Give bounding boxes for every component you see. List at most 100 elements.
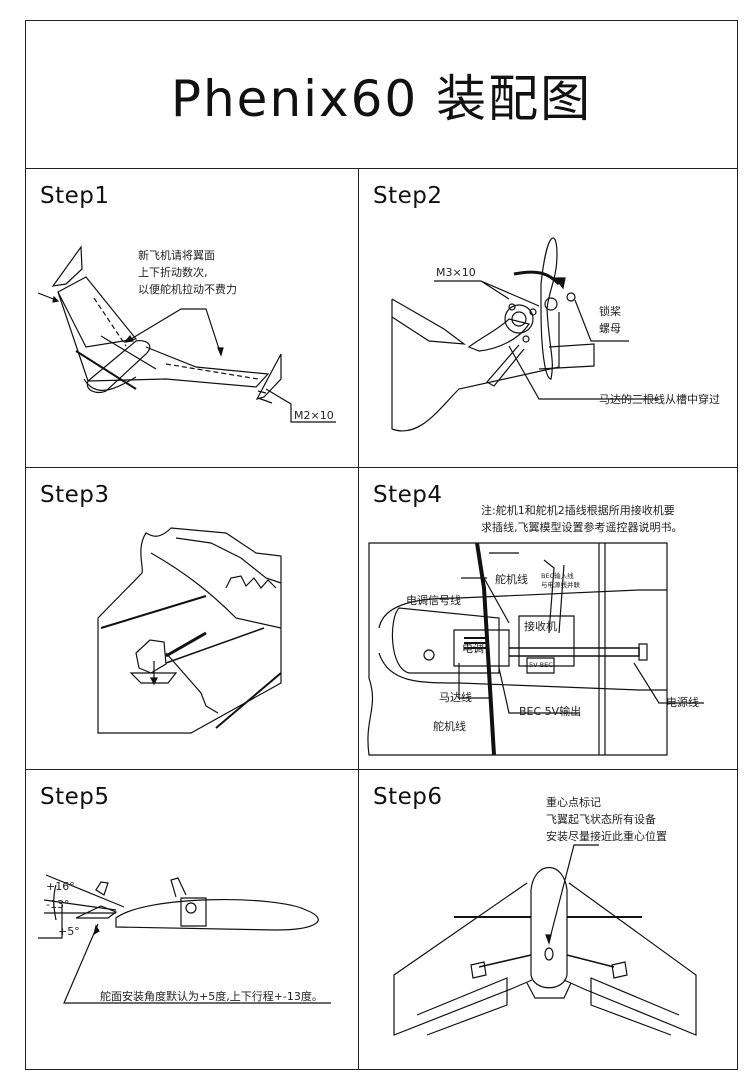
step2-wire-note: 马达的三根线从槽中穿过	[599, 393, 720, 406]
step4-note-line: 注:舵机1和舵机2插线根据所用接收机要	[481, 504, 675, 517]
pushrod	[165, 631, 207, 658]
left-elevon	[416, 977, 508, 1036]
step6-note-line: 重心点标记	[546, 796, 601, 809]
prop-adapter	[544, 297, 558, 311]
esc-signal-wire-label: 电调信号线	[406, 594, 461, 607]
servo-wire	[475, 542, 496, 756]
step2-screw-label: M3×10	[436, 266, 476, 279]
receiver-box	[518, 615, 575, 667]
step2-motor-illustration	[391, 237, 659, 432]
servo-wire-label-bottom: 舵机线	[433, 720, 466, 733]
step5-elevon-angle-illustration	[38, 874, 331, 1004]
servo-arm	[170, 877, 187, 898]
bec-input-label: BEC输入线 与电源线并联	[541, 572, 580, 590]
step4-note: 注:舵机1和舵机2插线根据所用接收机要 求插线,飞翼模型设置参考遥控器说明书。	[481, 502, 683, 536]
right-winglet	[255, 353, 282, 400]
wing-airfoil	[115, 899, 319, 931]
angle-arc	[53, 884, 57, 921]
step1-note-line: 新飞机请将翼面	[138, 249, 215, 262]
step5-label: Step5	[40, 784, 110, 810]
step6-note-line: 飞翼起飞状态所有设备	[546, 813, 656, 826]
note-leader	[63, 923, 331, 1004]
mount-hole	[423, 649, 435, 661]
motor-mount	[467, 318, 530, 352]
step6-note-line: 安装尽量接近此重心位置	[546, 830, 667, 843]
nut-leader	[574, 299, 629, 342]
wire-slot	[486, 344, 525, 387]
step1-label: Step1	[40, 183, 110, 209]
step1-wing-illustration	[37, 245, 336, 423]
title-box: Phenix60 装配图	[26, 21, 737, 169]
wing-outline	[57, 291, 270, 388]
step5-panel: Step5 +16° -13° +5° 舵面安装角度默认为+5度,上下行程+-1…	[26, 770, 359, 1069]
step4-note-line: 求插线,飞翼模型设置参考遥控器说明书。	[481, 521, 683, 534]
m3-leader	[434, 280, 540, 307]
right-elevon	[590, 977, 680, 1036]
fuselage-bay-frame	[367, 542, 668, 756]
bec-box	[526, 657, 555, 674]
bec-box-label: 5V BEC	[529, 661, 553, 669]
step6-panel: Step6 重心点标记 飞翼起飞状态所有设备 安装尽量接近此重心位置	[359, 770, 737, 1069]
nut-label-line: 螺母	[599, 322, 621, 335]
power-wire-leader	[633, 662, 704, 704]
step6-cg-illustration	[393, 844, 697, 1036]
pushrods	[478, 954, 615, 968]
step1-panel: Step1 新飞机请将翼面 上下折动数	[26, 169, 359, 468]
esc-box	[453, 629, 510, 667]
step3-panel: Step3	[26, 468, 359, 770]
step2-nut-label: 锁桨 螺母	[599, 303, 621, 337]
m2-leader	[265, 388, 336, 423]
step2-label: Step2	[373, 183, 443, 209]
receiver-label: 接收机	[524, 620, 557, 633]
fuselage	[530, 866, 568, 989]
step1-note: 新飞机请将翼面 上下折动数次, 以便舵机拉动不费力	[138, 247, 237, 298]
esc-label: 电调	[462, 642, 484, 655]
rotation-arrow	[513, 270, 561, 286]
motor-wire-leader	[458, 663, 489, 699]
wing-section	[97, 527, 282, 734]
motor-wire-label: 马达线	[439, 691, 472, 704]
step6-label: Step6	[373, 784, 443, 810]
step4-panel: Step4 注:舵机1和舵机2插线根据所用接收机要 求插线,飞翼模型设置参考遥控…	[359, 468, 737, 770]
angle-default-label: +5°	[58, 925, 80, 938]
power-wire-label: 电源线	[666, 696, 699, 709]
bec-input-line: BEC输入线	[541, 572, 574, 580]
wire-leader	[508, 345, 659, 400]
assembly-sheet: Phenix60 装配图 Step1	[25, 20, 738, 1070]
motor	[504, 304, 534, 334]
hinge-line-left	[93, 297, 127, 347]
servo-mount	[129, 672, 178, 684]
elevon	[75, 905, 118, 919]
step1-screw-label: M2×10	[294, 409, 334, 422]
wire-clips	[225, 575, 277, 589]
step5-note: 舵面安装角度默认为+5度,上下行程+-13度。	[100, 990, 323, 1003]
wing-rear-outline	[391, 299, 560, 432]
control-horn-rod	[165, 652, 219, 714]
bec-output-leader	[498, 667, 579, 714]
servo	[135, 639, 167, 674]
servo-box	[180, 897, 207, 927]
step1-note-line: 上下折动数次,	[138, 266, 208, 279]
left-wing	[393, 882, 533, 1036]
step3-servo-illustration	[97, 527, 282, 734]
bec-output-label: BEC 5V输出	[519, 705, 582, 718]
cg-leader	[548, 844, 599, 943]
step3-label: Step3	[40, 482, 110, 508]
fuselage-pod	[86, 339, 151, 394]
servo-wire-label-top: 舵机线	[495, 573, 528, 586]
left-winglet	[51, 245, 83, 287]
step1-note-line: 以便舵机拉动不费力	[138, 283, 237, 296]
cg-mark	[544, 947, 554, 961]
step6-note: 重心点标记 飞翼起飞状态所有设备 安装尽量接近此重心位置	[546, 794, 667, 845]
prop-nut	[566, 292, 576, 302]
angle-down-label: -13°	[46, 898, 70, 911]
battery-bay	[391, 607, 500, 674]
step2-panel: Step2 M3×10 锁桨 螺母 马达的三根线从槽中穿过	[359, 169, 737, 468]
right-wing	[563, 882, 697, 1036]
step4-wiring-diagram	[367, 542, 704, 756]
page-title: Phenix60 装配图	[170, 69, 593, 128]
bec-input-line: 与电源线并联	[541, 581, 580, 589]
angle-up-label: +16°	[46, 880, 75, 893]
nut-label-line: 锁桨	[599, 305, 621, 318]
step4-label: Step4	[373, 482, 443, 508]
